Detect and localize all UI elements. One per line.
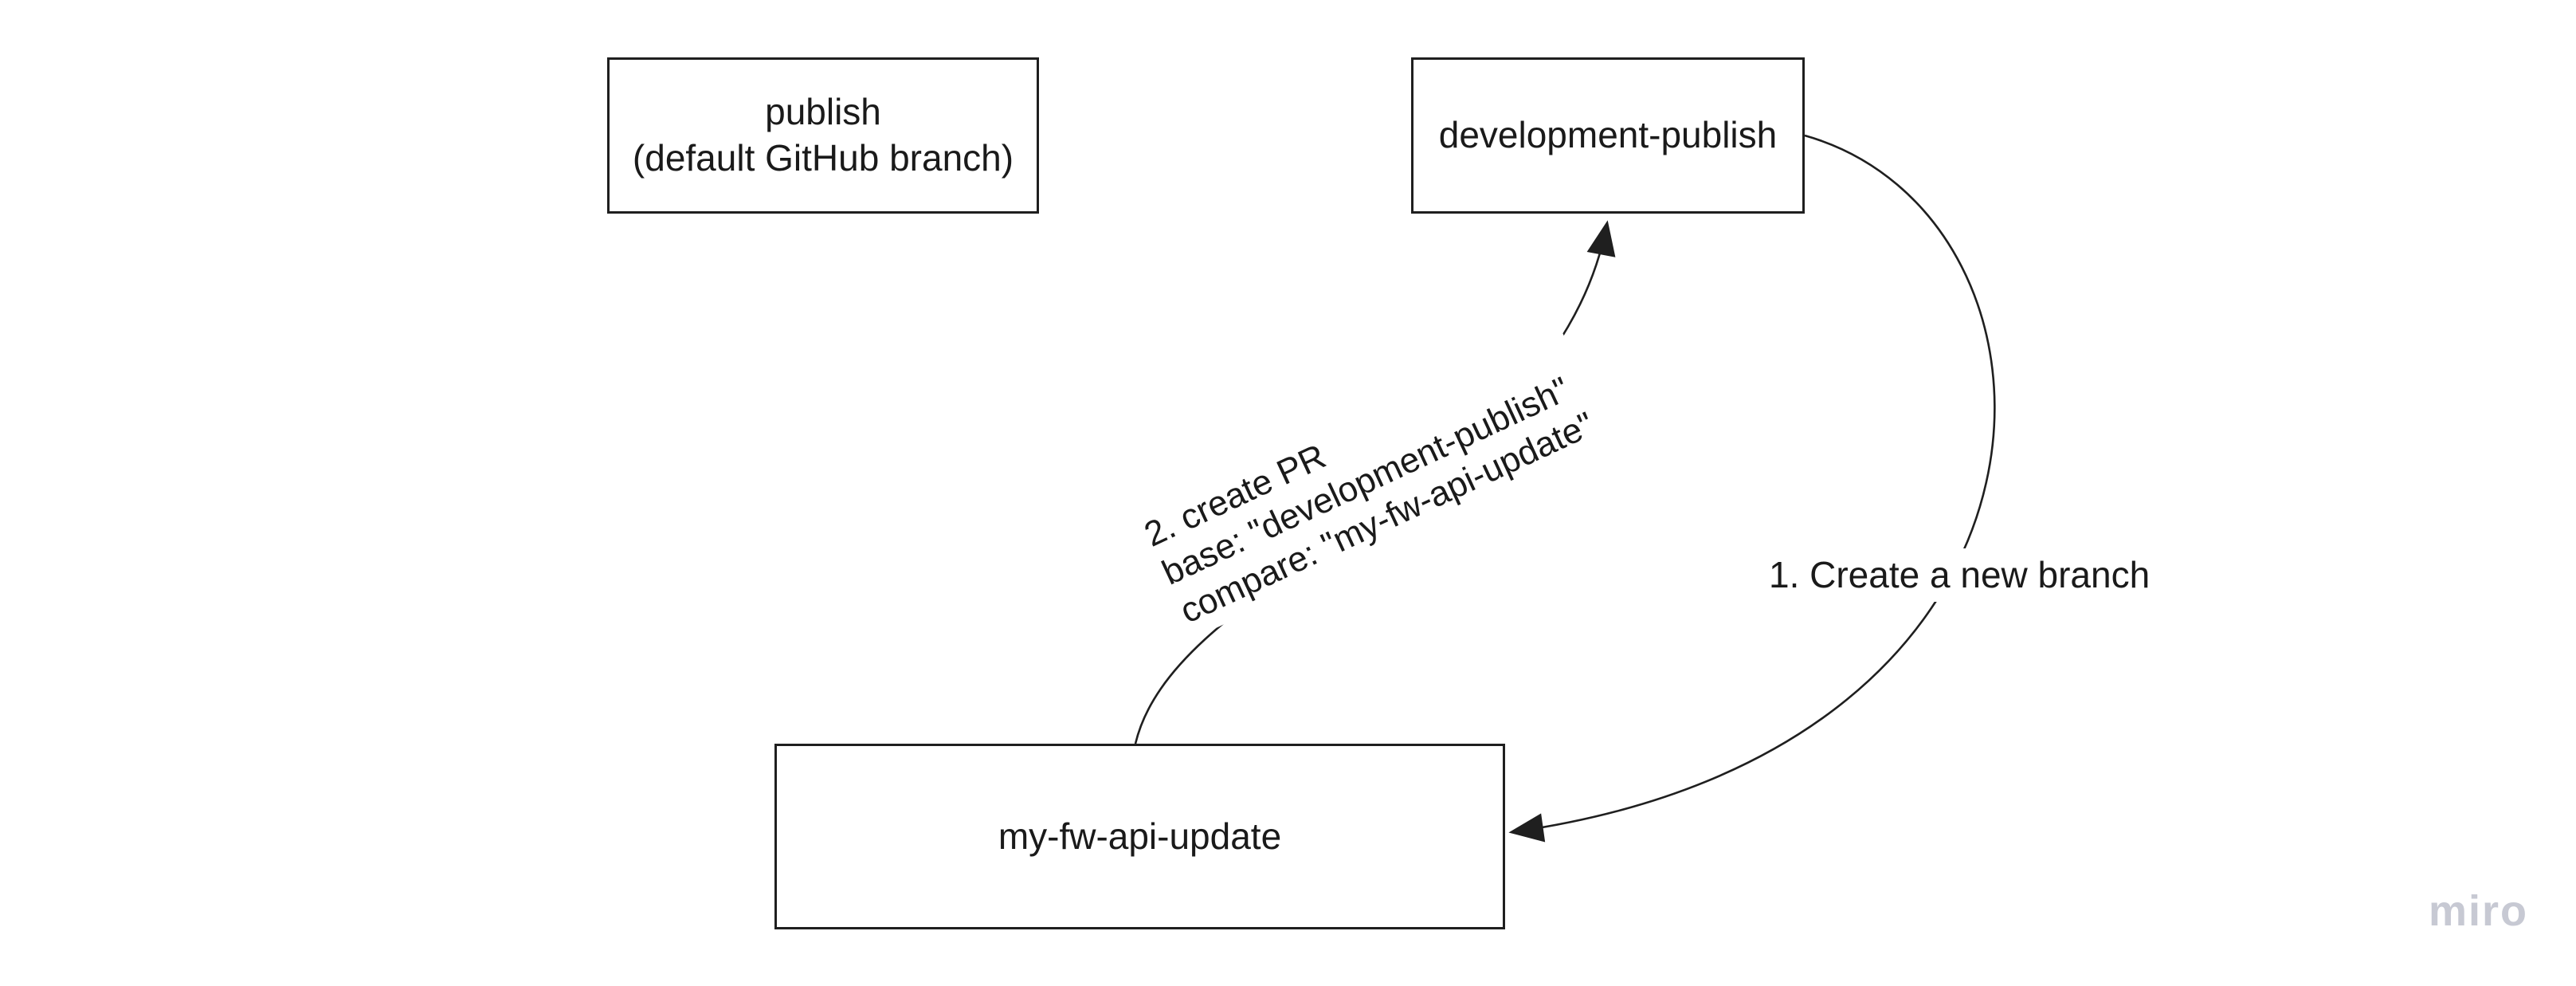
connector-create-branch-label-text: 1. Create a new branch bbox=[1769, 554, 2151, 595]
shape-my-fw-api-update-branch[interactable]: my-fw-api-update bbox=[774, 744, 1505, 929]
shape-my-fw-api-update-label: my-fw-api-update bbox=[998, 815, 1282, 857]
shape-development-publish-branch[interactable]: development-publish bbox=[1411, 57, 1805, 214]
miro-logo-watermark: miro bbox=[2429, 887, 2529, 935]
connector-create-branch-label[interactable]: 1. Create a new branch bbox=[1759, 548, 2160, 602]
shape-publish-branch[interactable]: publish (default GitHub branch) bbox=[607, 57, 1039, 214]
shape-publish-label-line2: (default GitHub branch) bbox=[632, 137, 1014, 179]
shape-publish-label-line1: publish bbox=[765, 91, 881, 133]
connector-create-branch-line[interactable] bbox=[1508, 134, 1996, 843]
shape-development-publish-label: development-publish bbox=[1438, 114, 1778, 156]
